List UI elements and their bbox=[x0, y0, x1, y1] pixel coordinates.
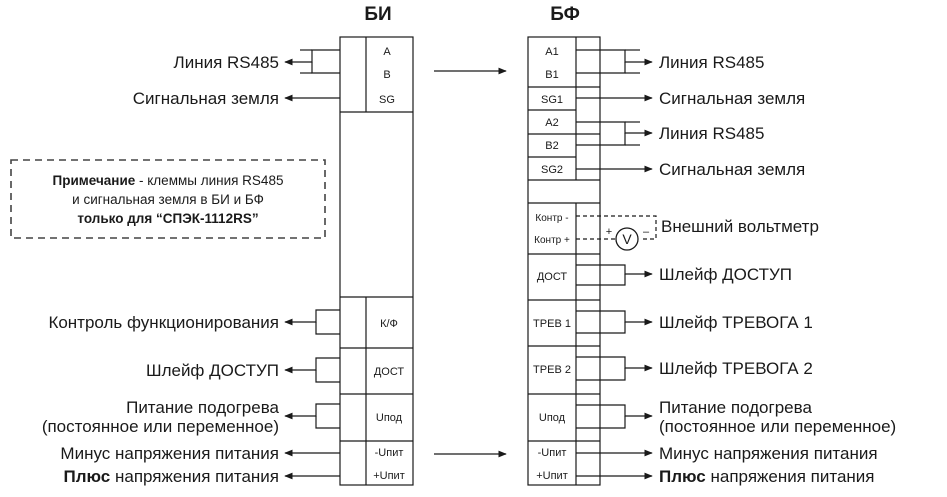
bf-label-trev2: Шлейф ТРЕВОГА 2 bbox=[659, 359, 813, 378]
bf-terminal-minus: -Uпит bbox=[538, 447, 567, 459]
bi-label-heat-1: Питание подогрева bbox=[126, 398, 279, 417]
bf-terminal-b2: B2 bbox=[545, 140, 558, 152]
bi-label-heat-2: (постоянное или переменное) bbox=[42, 417, 279, 436]
note-box: Примечание - клеммы линия RS485 и сигнал… bbox=[10, 159, 326, 239]
bf-terminal-sg1: SG1 bbox=[541, 94, 563, 106]
bi-label-plus-bold: Плюс bbox=[63, 467, 110, 486]
voltmeter-plus: + bbox=[606, 226, 612, 238]
note-line-2: и сигнальная земля в БИ и БФ bbox=[72, 192, 264, 207]
bi-label-minus: Минус напряжения питания bbox=[60, 444, 279, 463]
bf-outline bbox=[527, 36, 601, 486]
bi-outline bbox=[339, 36, 414, 486]
note-line-1-text: - клеммы линия RS485 bbox=[135, 173, 283, 188]
bi-label-plus: Плюс напряжения питания bbox=[63, 467, 279, 486]
bf-label-heat-1: Питание подогрева bbox=[659, 398, 812, 417]
note-line-1: Примечание - клеммы линия RS485 bbox=[53, 173, 284, 188]
voltmeter-minus: – bbox=[643, 226, 650, 238]
bi-label-kf: Контроль функционирования bbox=[48, 313, 279, 332]
note-border bbox=[10, 159, 326, 239]
bi-label-plus-rest: напряжения питания bbox=[110, 467, 279, 486]
bi-label-rs485: Линия RS485 bbox=[174, 53, 279, 72]
bi-label-dost: Шлейф ДОСТУП bbox=[146, 361, 279, 380]
bf-wires bbox=[576, 49, 657, 480]
bf-label-ground-2: Сигнальная земля bbox=[659, 160, 805, 179]
bf-label-rs485-1: Линия RS485 bbox=[659, 53, 764, 72]
bf-terminal-dost: ДОСТ bbox=[537, 271, 568, 283]
bf-terminal-a2: A2 bbox=[545, 117, 558, 129]
bf-terminal-trev1: ТРЕВ 1 bbox=[533, 318, 571, 330]
bi-block bbox=[339, 36, 414, 486]
bf-label-dost: Шлейф ДОСТУП bbox=[659, 265, 792, 284]
bf-header: БФ bbox=[550, 4, 580, 25]
bf-label-plus-rest: напряжения питания bbox=[706, 467, 875, 486]
bf-terminal-upod: Uпод bbox=[539, 412, 566, 424]
bf-terminal-b1: B1 bbox=[545, 69, 558, 81]
bf-label-plus-bold: Плюс bbox=[659, 467, 706, 486]
bf-terminal-sg2: SG2 bbox=[541, 164, 563, 176]
bi-label-ground: Сигнальная земля bbox=[133, 89, 279, 108]
bf-terminal-trev2: ТРЕВ 2 bbox=[533, 364, 571, 376]
voltmeter-icon: V + – bbox=[606, 226, 650, 251]
voltmeter-symbol: V bbox=[622, 231, 632, 247]
bi-header: БИ bbox=[364, 4, 391, 25]
bi-terminal-b: B bbox=[383, 69, 390, 81]
bf-terminal-kontr-minus: Контр - bbox=[535, 213, 568, 224]
bf-label-trev1: Шлейф ТРЕВОГА 1 bbox=[659, 313, 813, 332]
bf-terminal-a1: A1 bbox=[545, 46, 558, 58]
bf-label-heat-2: (постоянное или переменное) bbox=[659, 417, 896, 436]
bf-label-plus: Плюс напряжения питания bbox=[659, 467, 875, 486]
note-title: Примечание bbox=[53, 173, 136, 188]
bf-terminal-plus: +Uпит bbox=[536, 470, 568, 482]
bi-terminal-kf: К/Ф bbox=[380, 318, 398, 330]
note-line-3: только для “СПЭК-1112RS” bbox=[77, 211, 258, 226]
bf-block bbox=[527, 36, 601, 486]
bf-label-minus: Минус напряжения питания bbox=[659, 444, 878, 463]
bf-label-rs485-2: Линия RS485 bbox=[659, 124, 764, 143]
bi-terminal-plus: +Uпит bbox=[373, 470, 405, 482]
bi-terminal-dost: ДОСТ bbox=[374, 366, 405, 378]
bi-terminal-upod: Uпод bbox=[376, 412, 403, 424]
bi-terminal-minus: -Uпит bbox=[375, 447, 404, 459]
bi-terminal-sg: SG bbox=[379, 94, 395, 106]
bi-terminal-a: A bbox=[383, 46, 391, 58]
bf-label-voltmeter: Внешний вольтметр bbox=[661, 217, 819, 236]
bi-wires bbox=[284, 49, 340, 480]
bf-terminal-kontr-plus: Контр + bbox=[534, 235, 570, 246]
bf-label-ground-1: Сигнальная земля bbox=[659, 89, 805, 108]
